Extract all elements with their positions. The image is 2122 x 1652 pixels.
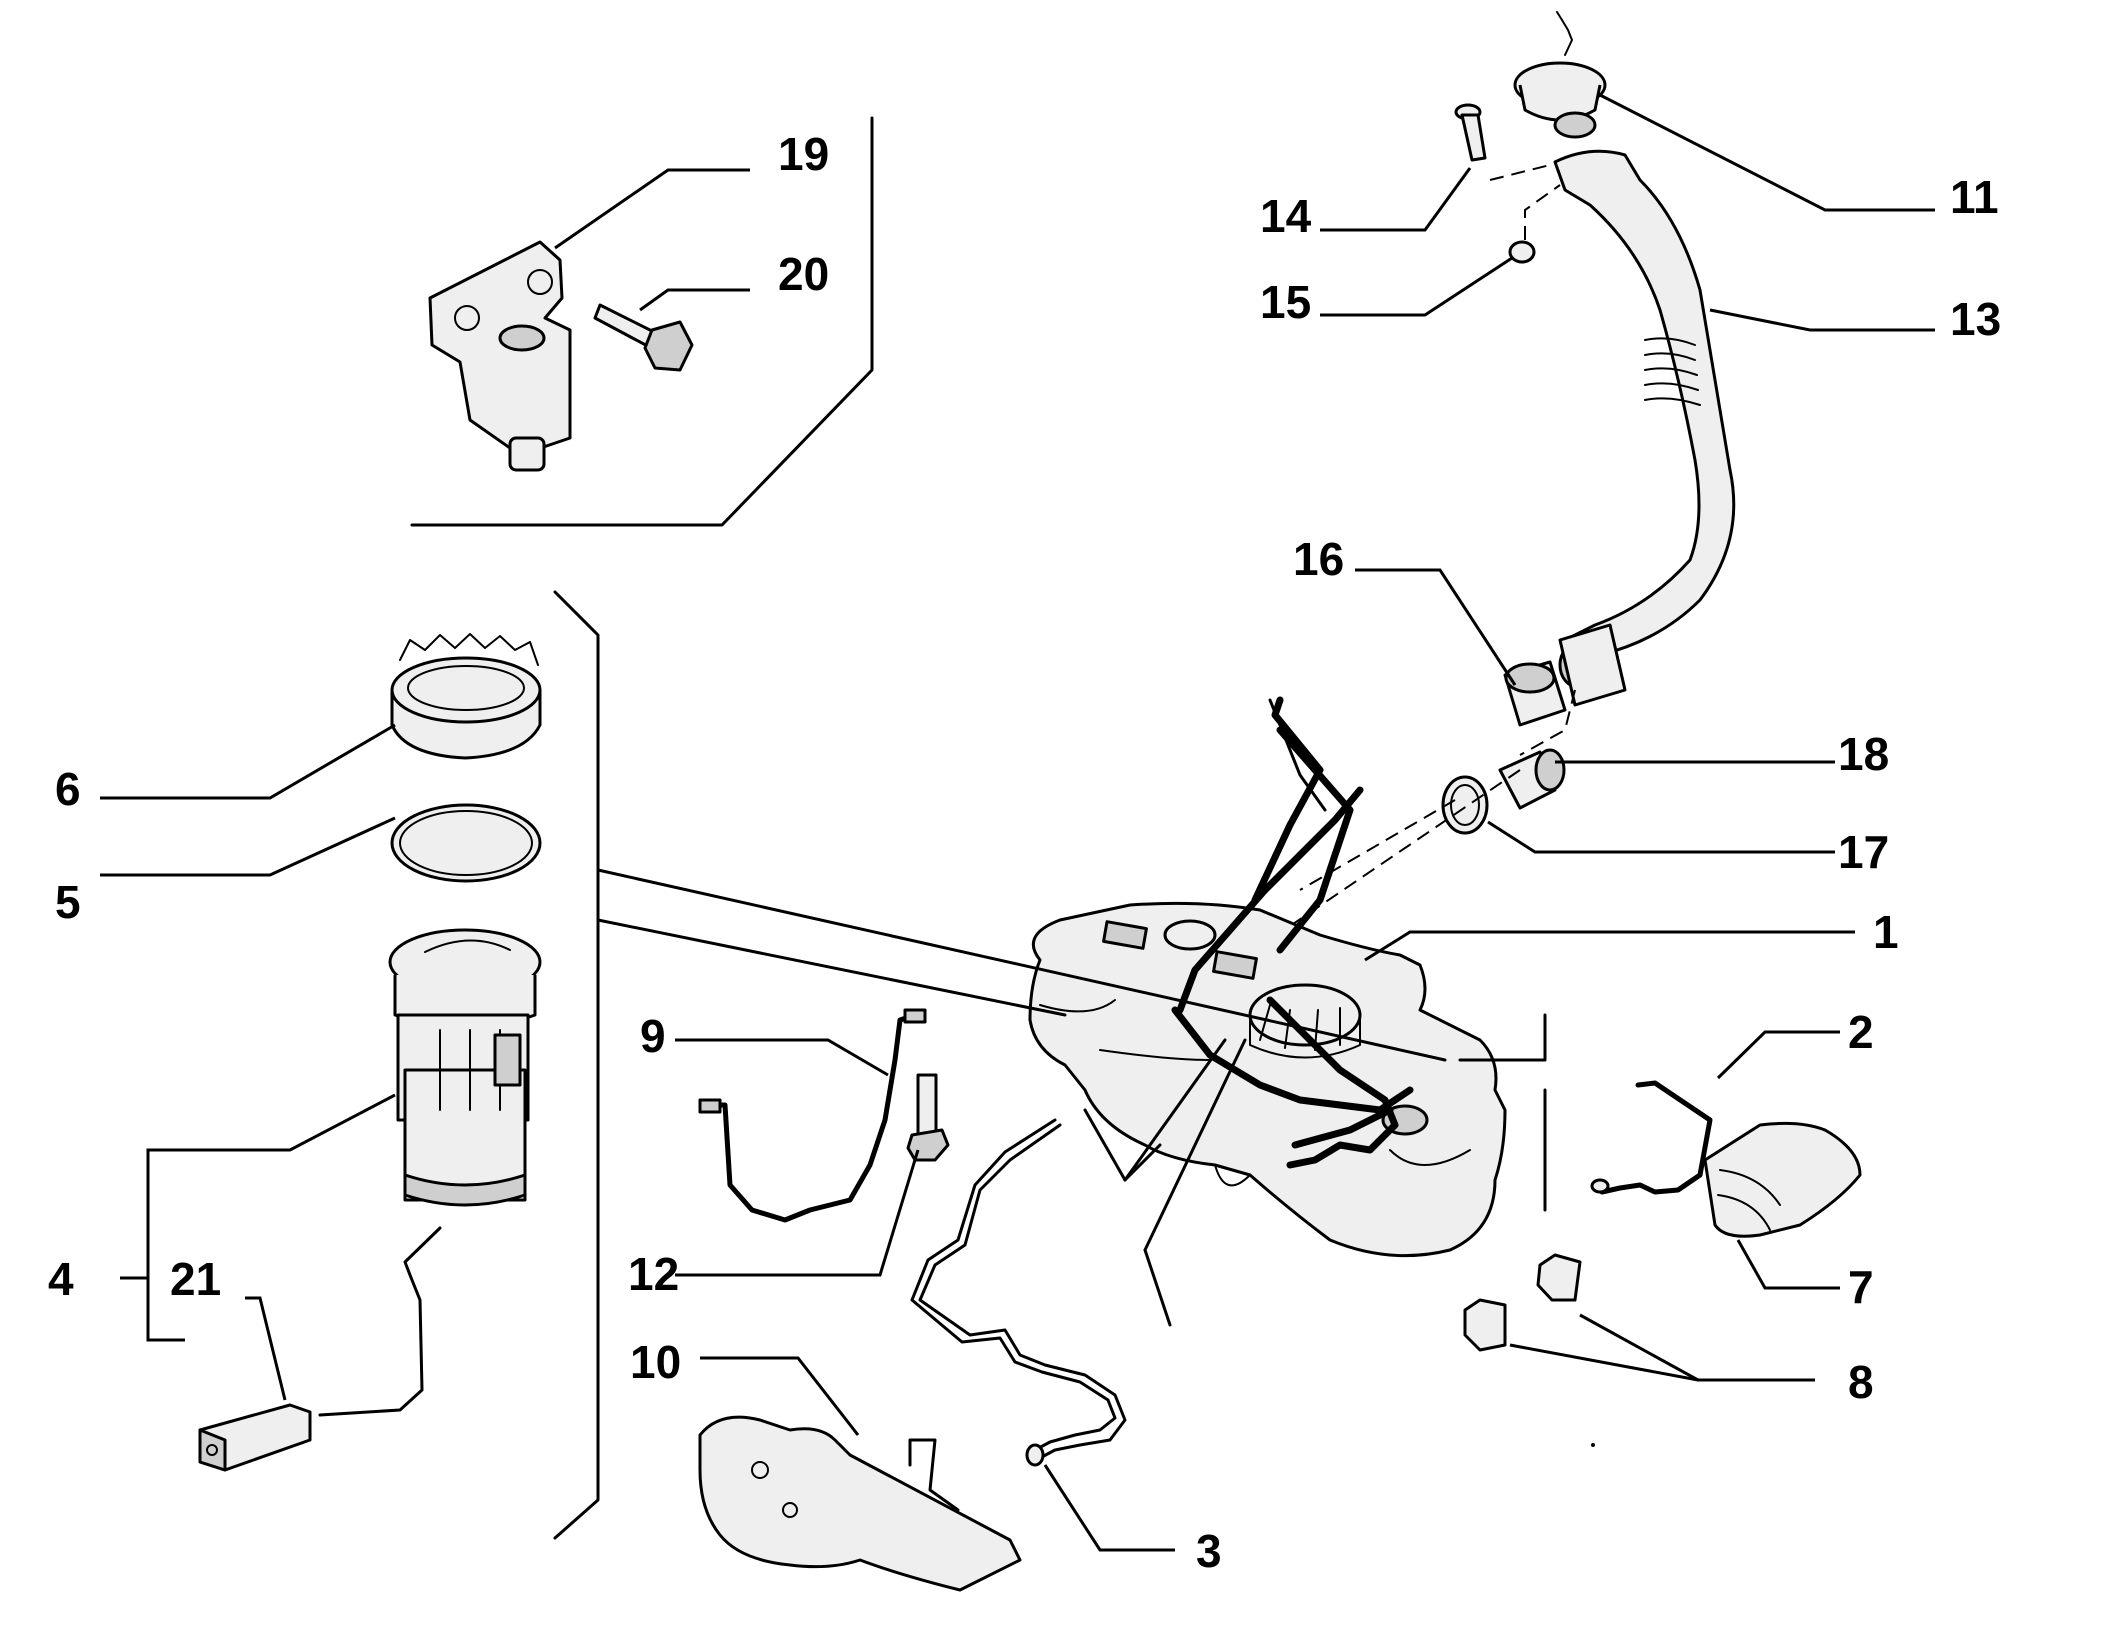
callout-9: 9: [640, 1010, 666, 1062]
callout-15: 15: [1260, 276, 1311, 328]
part-19-bracket: [428, 240, 572, 472]
callout-16: 16: [1293, 533, 1344, 585]
callout-21: 21: [170, 1253, 221, 1305]
callout-1: 1: [1873, 906, 1899, 958]
part-14-screw: [1454, 103, 1487, 162]
callout-5: 5: [55, 876, 81, 928]
part-7-heat-shield: [1703, 1121, 1862, 1238]
callout-18: 18: [1838, 728, 1889, 780]
part-11-filler-cap: [1513, 11, 1607, 139]
part-9-strap: [698, 1008, 927, 1223]
part-21-level-sensor: [198, 1226, 442, 1472]
part-13-filler-neck: [1553, 149, 1736, 707]
part-20-bolt: [593, 303, 694, 372]
callout-labels: 1 2 3 4 5 6 7 8 9 10 11 12 13 14 15 16 1…: [48, 128, 2001, 1577]
callout-6: 6: [55, 763, 81, 815]
callout-11: 11: [1950, 171, 1999, 223]
callout-10: 10: [630, 1336, 681, 1388]
part-12-bolt: [906, 1073, 950, 1162]
bracket-group-divider: [410, 116, 874, 527]
part-3-fuel-line: [910, 1118, 1127, 1467]
callout-2: 2: [1848, 1006, 1874, 1058]
leader-lines: [100, 93, 1935, 1552]
callout-17: 17: [1838, 826, 1889, 878]
assembly-dashed-lines: [1239, 164, 1576, 961]
part-4-fuel-pump-module: [388, 928, 542, 1207]
callout-8: 8: [1848, 1356, 1874, 1408]
part-18-connector: [1498, 748, 1566, 810]
part-8-clips: [1463, 1253, 1582, 1352]
speck: [1591, 1443, 1595, 1447]
callout-3: 3: [1196, 1525, 1222, 1577]
callout-4: 4: [48, 1253, 74, 1305]
part-6-locking-ring: [390, 633, 542, 760]
part-15-nut: [1508, 240, 1536, 264]
callout-7: 7: [1848, 1261, 1874, 1313]
pump-group-divider: [553, 590, 600, 1540]
tank-group-dividers: [596, 868, 1547, 1327]
callout-12: 12: [628, 1248, 679, 1300]
part-10-heat-shield: [698, 1415, 1022, 1592]
part-17-clamp: [1441, 775, 1489, 835]
part-2-vent-pipe: [1590, 1080, 1713, 1195]
part-5-gasket: [390, 803, 542, 883]
callout-20: 20: [778, 248, 829, 300]
part-1-fuel-tank: [1028, 696, 1507, 1258]
callout-14: 14: [1260, 190, 1312, 242]
callout-19: 19: [778, 128, 829, 180]
part-16-hose-clamp: [1503, 660, 1567, 727]
callout-13: 13: [1950, 293, 2001, 345]
